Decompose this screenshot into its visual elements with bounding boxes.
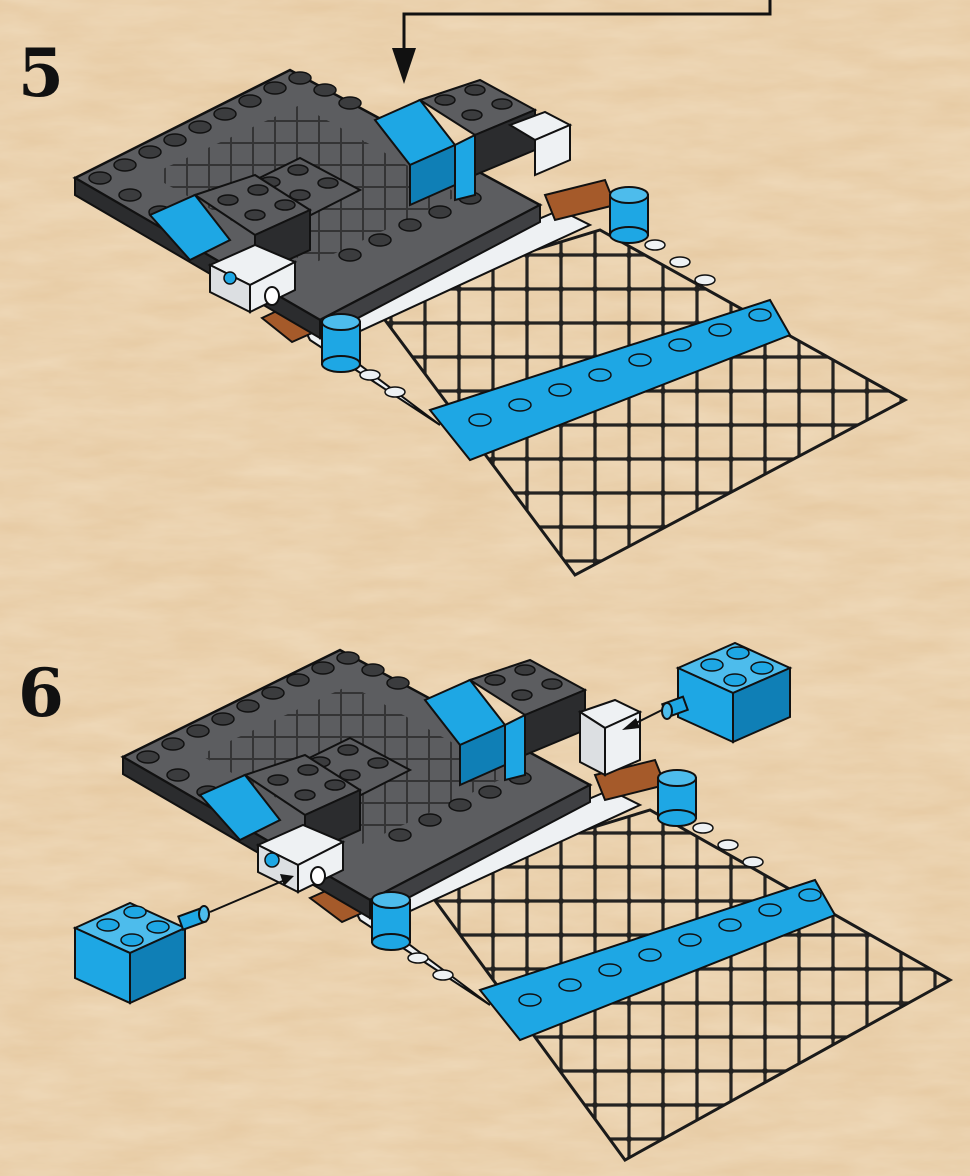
round-brick: [657, 769, 697, 827]
round-brick: [321, 313, 361, 373]
step-6-model: [72, 641, 954, 1162]
step-number: 5: [18, 34, 64, 112]
step-5-model: [72, 68, 909, 577]
insert-arrow-icon: [209, 874, 294, 913]
round-brick: [609, 186, 649, 244]
step-number: 6: [18, 654, 64, 732]
insert-arrow-icon: [622, 709, 663, 730]
technic-pin-brick-right: [660, 641, 793, 744]
down-arrow-icon: [392, 0, 772, 84]
technic-pin-brick-left: [72, 901, 210, 1005]
round-brick: [371, 891, 411, 951]
